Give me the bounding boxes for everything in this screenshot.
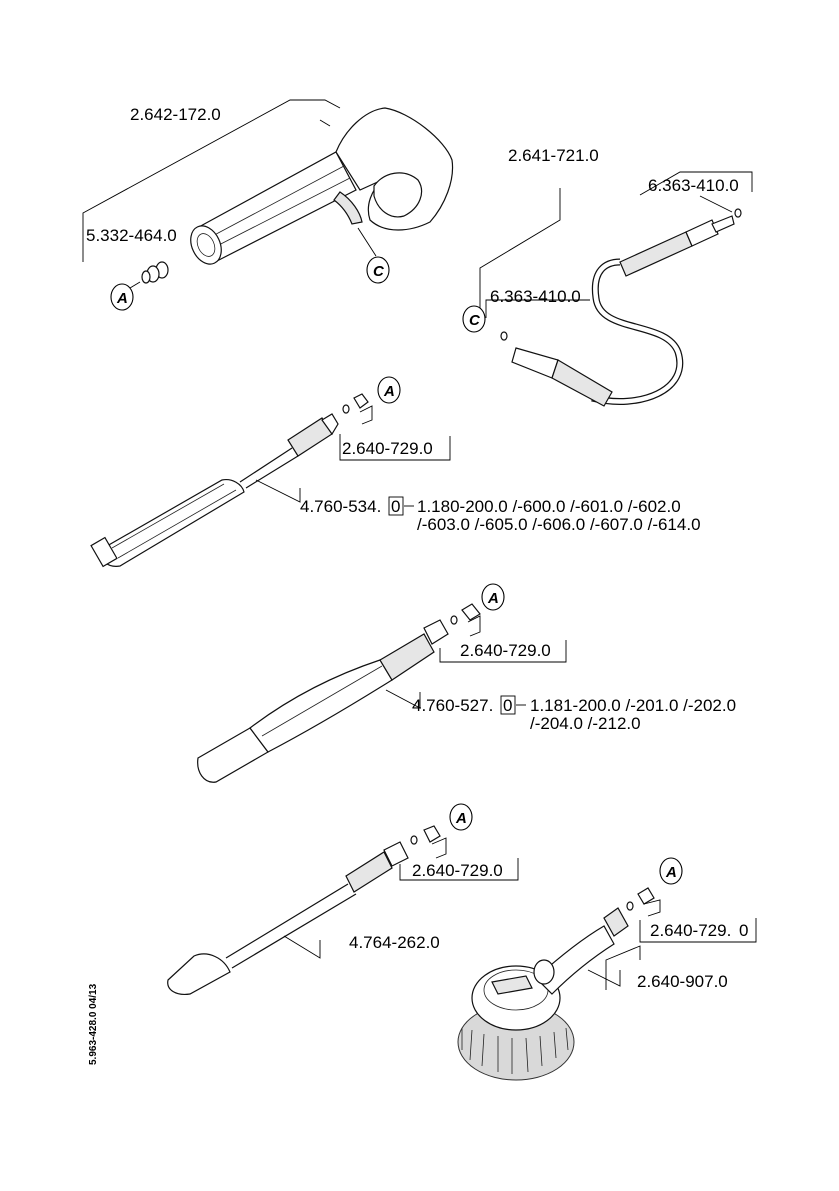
svg-text:C: C [469, 312, 481, 329]
lance-2-suffix-box [500, 695, 516, 715]
lance-1-suffix: 0 [391, 497, 400, 516]
hose-oring-top-part-number: 6.363-410.0 [648, 176, 739, 195]
rotary-brush-drawing [457, 887, 757, 1081]
adapter-part-number: 5.332-464.0 [86, 226, 177, 245]
brush-nozzle-suffix: 0 [739, 921, 748, 940]
lance-3-part-number: 4.764-262.0 [349, 933, 440, 952]
lance-2-models-line-2: /-204.0 /-212.0 [530, 714, 641, 733]
lance-1-drawing [90, 393, 451, 568]
marker-a-lance-1: A [377, 376, 401, 404]
lance-1-suffix-box [388, 496, 404, 516]
marker-c-hose: C [462, 305, 486, 333]
trigger-gun-part-number: 2.642-172.0 [130, 105, 221, 124]
lance-2-models-line-1: 1.181-200.0 /-201.0 /-202.0 [530, 696, 736, 715]
lance-1-nozzle-part-number: 2.640-729.0 [342, 439, 433, 458]
hose-drawing [479, 171, 753, 407]
lance-2-drawing [197, 603, 567, 783]
marker-a-gun: A [110, 283, 134, 311]
trigger-gun-drawing [82, 99, 454, 289]
svg-text:C: C [373, 263, 385, 280]
svg-text:A: A [665, 864, 677, 881]
lance-3-nozzle-part-number: 2.640-729.0 [412, 861, 503, 880]
lance-2-suffix: 0 [503, 696, 512, 715]
hose-part-number: 2.641-721.0 [508, 146, 599, 165]
brush-nozzle-part-number: 2.640-729. [650, 921, 731, 940]
lance-1-models-line-2: /-603.0 /-605.0 /-606.0 /-607.0 /-614.0 [417, 515, 701, 534]
lance-2-nozzle-part-number: 2.640-729.0 [460, 641, 551, 660]
lance-2-part-number: 4.760-527. [412, 696, 493, 715]
lance-3-drawing [167, 825, 519, 995]
svg-text:A: A [116, 290, 128, 307]
marker-c-gun: C [366, 256, 390, 284]
lance-1-models-line-1: 1.180-200.0 /-600.0 /-601.0 /-602.0 [417, 497, 681, 516]
hose-oring-bottom-part-number: 6.363-410.0 [490, 287, 581, 306]
marker-a-brush: A [659, 857, 683, 885]
svg-text:A: A [383, 383, 395, 400]
document-id: 5.963-428.0 04/13 [88, 983, 99, 1065]
brush-part-number: 2.640-907.0 [637, 972, 728, 991]
svg-text:A: A [455, 810, 467, 827]
marker-a-lance-2: A [481, 583, 505, 611]
lance-1-part-number: 4.760-534. [300, 497, 381, 516]
marker-a-lance-3: A [449, 803, 473, 831]
svg-text:A: A [487, 590, 499, 607]
